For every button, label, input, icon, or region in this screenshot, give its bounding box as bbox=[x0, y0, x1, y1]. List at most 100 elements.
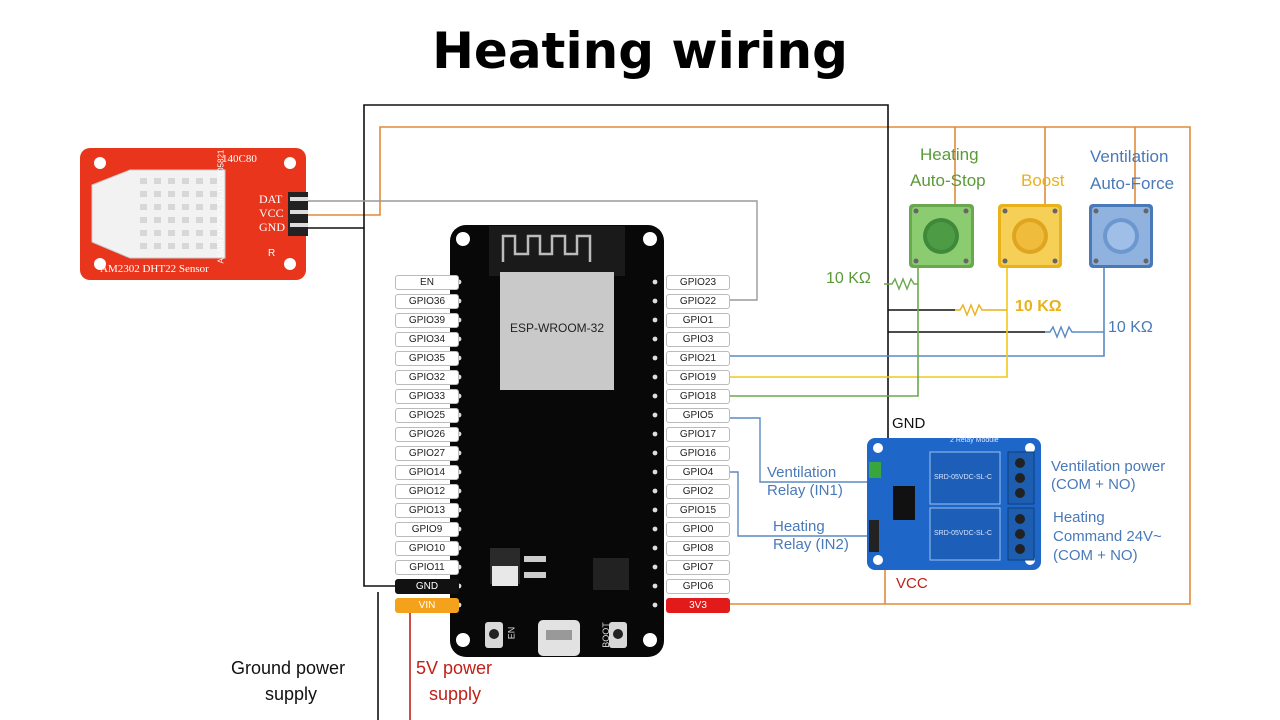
esp32-right-pin-gpio17: GPIO17 bbox=[666, 427, 730, 442]
esp32-right-pad bbox=[652, 412, 658, 418]
esp32-left-pin-gpio36: GPIO36 bbox=[395, 294, 459, 309]
esp32-right-pin-gpio22: GPIO22 bbox=[666, 294, 730, 309]
relay-module bbox=[867, 438, 1041, 570]
esp32-right-pin-gpio15: GPIO15 bbox=[666, 503, 730, 518]
sensor-side-text: ASAIR AM2302 SNJ1B2605821 bbox=[216, 149, 226, 264]
esp32-board bbox=[450, 225, 664, 657]
esp32-right-pin-gpio4: GPIO4 bbox=[666, 465, 730, 480]
sensor-grille-slot bbox=[182, 178, 189, 184]
sensor-grille-slot bbox=[140, 243, 147, 249]
esp32-right-pin-gpio2: GPIO2 bbox=[666, 484, 730, 499]
sensor-r-label: R bbox=[268, 248, 276, 259]
sensor-grille-slot bbox=[196, 178, 203, 184]
sensor-grille-slot bbox=[154, 178, 161, 184]
sensor-grille-slot bbox=[140, 230, 147, 236]
relay-in2-label-2: Relay (IN2) bbox=[773, 536, 849, 553]
esp32-left-pin-gpio39: GPIO39 bbox=[395, 313, 459, 328]
esp32-right-pad bbox=[652, 526, 658, 532]
esp32-right-pad bbox=[652, 431, 658, 437]
esp32-left-pin-gpio34: GPIO34 bbox=[395, 332, 459, 347]
esp32-right-pad bbox=[652, 507, 658, 513]
resistor-yellow bbox=[955, 303, 1007, 317]
esp32-right-pad bbox=[652, 488, 658, 494]
sensor-grille-slot bbox=[154, 243, 161, 249]
heating-button-label-2: Auto-Stop bbox=[910, 171, 986, 190]
heating-button-label-1: Heating bbox=[920, 145, 979, 164]
esp32-right-pin-gpio0: GPIO0 bbox=[666, 522, 730, 537]
esp32-right-pad bbox=[652, 602, 658, 608]
esp32-left-pin-gpio26: GPIO26 bbox=[395, 427, 459, 442]
relay-out2-label-1: Heating bbox=[1053, 509, 1105, 526]
sensor-grille-slot bbox=[168, 204, 175, 210]
esp32-left-pin-gpio32: GPIO32 bbox=[395, 370, 459, 385]
esp32-left-pin-en: EN bbox=[395, 275, 459, 290]
resistor-blue-label: 10 KΩ bbox=[1108, 319, 1153, 336]
sensor-grille-slot bbox=[182, 243, 189, 249]
relay-in1-label-1: Ventilation bbox=[767, 464, 837, 481]
esp32-right-pad bbox=[652, 450, 658, 456]
sensor-grille-slot bbox=[196, 230, 203, 236]
esp32-left-pin-gpio27: GPIO27 bbox=[395, 446, 459, 461]
esp32-right-pads bbox=[652, 279, 658, 608]
sensor-grille-slot bbox=[182, 204, 189, 210]
v5-supply-label-2: supply bbox=[429, 684, 482, 704]
esp32-left-pin-vin: VIN bbox=[395, 598, 459, 613]
ground-supply-label-1: Ground power bbox=[231, 658, 346, 678]
esp32-left-pin-gpio33: GPIO33 bbox=[395, 389, 459, 404]
ground-supply-label-2: supply bbox=[265, 684, 318, 704]
ventilation-auto-force-button bbox=[1089, 204, 1153, 268]
ventilation-button-label-1: Ventilation bbox=[1090, 147, 1169, 166]
esp32-right-pin-gpio7: GPIO7 bbox=[666, 560, 730, 575]
sensor-grille-slot bbox=[182, 230, 189, 236]
relay-in1-wire bbox=[716, 417, 870, 483]
esp32-right-pin-gpio16: GPIO16 bbox=[666, 446, 730, 461]
relay-in1-label-2: Relay (IN1) bbox=[767, 482, 843, 499]
resistor-yellow-label: 10 KΩ bbox=[1015, 298, 1062, 315]
sensor-grille-slot bbox=[168, 178, 175, 184]
resistor-blue bbox=[1045, 325, 1104, 339]
sensor-pin-gnd: GND bbox=[259, 220, 285, 234]
relay-chip-text-1: SRD-05VDC-SL-C bbox=[934, 474, 992, 481]
sensor-grille-slot bbox=[154, 191, 161, 197]
sensor-grille-slot bbox=[140, 204, 147, 210]
ventilation-button-label-2: Auto-Force bbox=[1090, 174, 1175, 193]
relay-out2-label-3: (COM + NO) bbox=[1053, 547, 1138, 564]
esp32-left-pin-gpio25: GPIO25 bbox=[395, 408, 459, 423]
relay-vcc-label: VCC bbox=[896, 575, 928, 592]
esp32-right-pin-gpio21: GPIO21 bbox=[666, 351, 730, 366]
sensor-grille-slot bbox=[210, 243, 217, 249]
esp32-right-pin-gpio6: GPIO6 bbox=[666, 579, 730, 594]
boost-button bbox=[998, 204, 1062, 268]
esp32-right-pad bbox=[652, 393, 658, 399]
sensor-grille-slot bbox=[196, 217, 203, 223]
esp32-right-pad bbox=[652, 355, 658, 361]
esp32-right-pad bbox=[652, 583, 658, 589]
esp32-left-pin-gpio9: GPIO9 bbox=[395, 522, 459, 537]
esp32-module-label: ESP-WROOM-32 bbox=[509, 321, 604, 335]
esp32-right-pad bbox=[652, 545, 658, 551]
esp32-right-pad bbox=[652, 317, 658, 323]
relay-gnd-label: GND bbox=[892, 415, 926, 432]
sensor-grille-slot bbox=[210, 204, 217, 210]
heating-auto-stop-button bbox=[909, 204, 974, 268]
sensor-pin-dat: DAT bbox=[259, 192, 283, 206]
esp32-right-pad bbox=[652, 298, 658, 304]
esp32-left-pin-gnd: GND bbox=[395, 579, 459, 594]
esp32-right-pad bbox=[652, 564, 658, 570]
relay-in2-label-1: Heating bbox=[773, 518, 825, 535]
sensor-grille bbox=[140, 178, 217, 249]
esp32-left-pin-gpio10: GPIO10 bbox=[395, 541, 459, 556]
sensor-grille-slot bbox=[154, 217, 161, 223]
esp32-boot-label: BOOT bbox=[600, 622, 611, 648]
esp32-right-pin-gpio18: GPIO18 bbox=[666, 389, 730, 404]
dht22-sensor-board bbox=[80, 148, 308, 280]
sensor-grille-slot bbox=[140, 191, 147, 197]
resistor-green-label: 10 KΩ bbox=[826, 270, 871, 287]
esp32-left-pin-gpio13: GPIO13 bbox=[395, 503, 459, 518]
esp32-en-label: EN bbox=[506, 626, 517, 640]
sensor-grille-slot bbox=[182, 217, 189, 223]
sensor-model-code: 140C80 bbox=[222, 153, 257, 165]
black-ground-wire bbox=[308, 104, 1045, 720]
relay-module-title: 2 Relay Module bbox=[950, 437, 999, 444]
